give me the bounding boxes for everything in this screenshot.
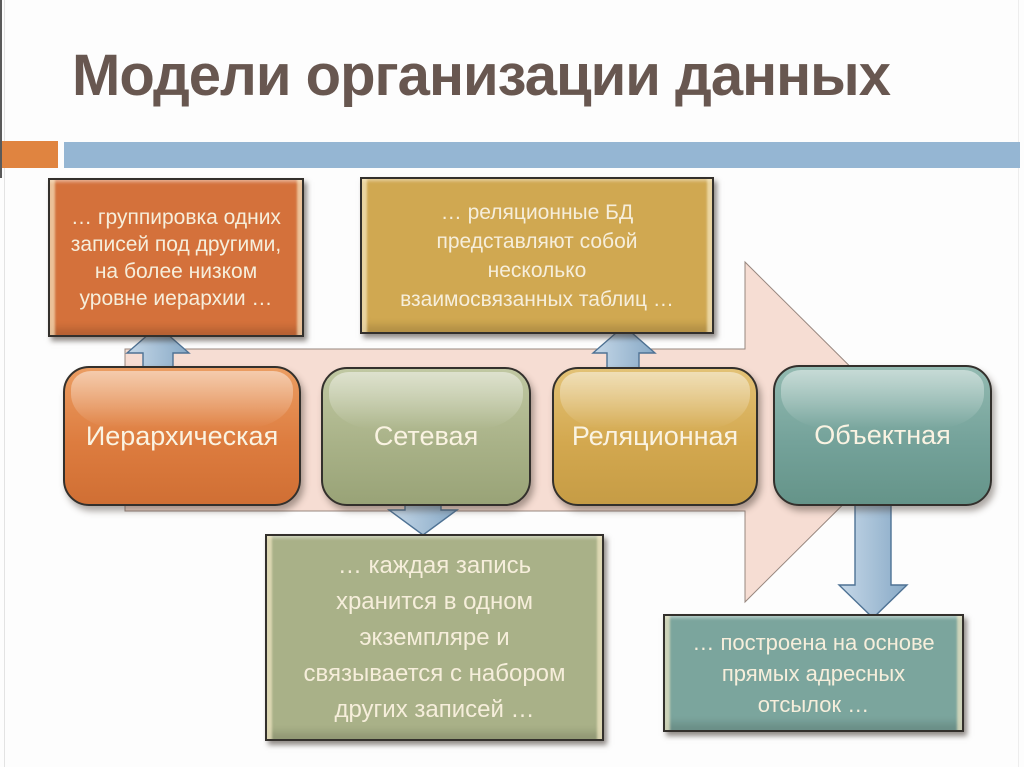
model-box-network: Сетевая <box>321 367 531 506</box>
model-label-hierarchical: Иерархическая <box>85 420 279 451</box>
model-box-relational: Реляционная <box>552 367 758 506</box>
callout-line: записей под другими, <box>70 232 282 256</box>
callout-line: взаимосвязанных таблиц … <box>400 287 674 311</box>
model-box-object: Объектная <box>773 365 992 506</box>
callout-line: … реляционные БД <box>440 200 634 224</box>
callout-line: … каждая запись <box>337 551 532 579</box>
callout-relational: … реляционные БД представляют собой неск… <box>360 177 714 334</box>
callout-line: … группировка одних <box>71 205 281 229</box>
callout-line: несколько <box>487 258 587 282</box>
model-label-object: Объектная <box>814 420 951 450</box>
model-label-relational: Реляционная <box>571 421 739 451</box>
callout-line: экземпляре и <box>359 623 510 651</box>
slide-left-edge <box>4 0 5 767</box>
callout-line: … построена на основе <box>692 629 935 655</box>
accent-bar <box>64 142 1020 168</box>
callout-line: хранится в одном <box>335 587 534 615</box>
callout-line: представляют собой <box>436 229 638 253</box>
callout-line: связывается с набором <box>303 659 566 687</box>
model-box-hierarchical: Иерархическая <box>63 366 301 506</box>
callout-network: … каждая запись хранится в одном экземпл… <box>265 534 604 741</box>
callout-object-text: … построена на основе прямых адресных от… <box>692 627 934 720</box>
slide-left-edge-dark <box>0 0 2 178</box>
callout-line: других записей … <box>334 695 535 723</box>
model-label-network: Сетевая <box>373 421 479 451</box>
callout-line: прямых адресных <box>721 660 906 686</box>
callout-hierarchical: … группировка одних записей под другими,… <box>48 178 304 337</box>
callout-network-text: … каждая запись хранится в одном экземпл… <box>303 548 565 728</box>
slide-title: Модели организации данных <box>72 43 891 108</box>
callout-relational-text: … реляционные БД представляют собой неск… <box>400 198 674 314</box>
accent-square <box>2 141 58 168</box>
slide-right-edge <box>1018 0 1019 767</box>
callout-line: отсылок … <box>757 691 870 717</box>
connector-down-object-icon <box>837 497 909 619</box>
callout-line: на более низком <box>94 259 258 283</box>
callout-object: … построена на основе прямых адресных от… <box>663 614 964 732</box>
callout-line: уровне иерархии … <box>79 286 273 310</box>
callout-hierarchical-text: … группировка одних записей под другими,… <box>71 204 281 312</box>
